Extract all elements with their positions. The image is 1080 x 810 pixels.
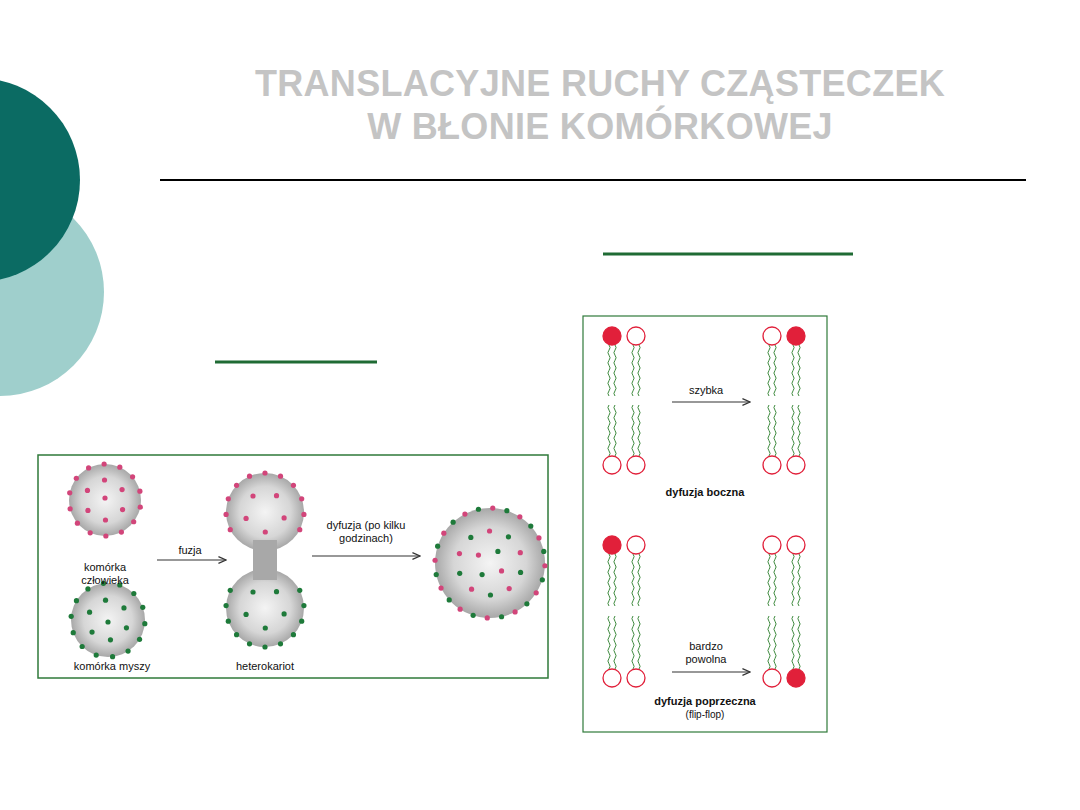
panel-caption: (flip-flop) xyxy=(655,709,755,721)
mouse-cell xyxy=(71,583,145,657)
figure-frame xyxy=(38,455,548,678)
panel-caption: dyfuzja boczna xyxy=(640,486,770,499)
green-underline xyxy=(603,253,853,256)
arrow-label: szybka xyxy=(676,384,736,397)
human-cell xyxy=(69,464,141,536)
arrow xyxy=(672,671,750,672)
figure-frame xyxy=(583,316,827,732)
slide-title: TRANSLACYJNE RUCHY CZĄSTECZEK W BŁONIE K… xyxy=(236,62,964,148)
heterokaryon xyxy=(226,473,304,647)
arrow-label: fuzja xyxy=(165,544,215,557)
lipid-molecules xyxy=(603,327,805,687)
decor-circle-dark xyxy=(0,78,80,282)
arrow-label: dyfuzja (po kilku godzinach) xyxy=(311,519,421,544)
hybrid-cell xyxy=(435,508,545,618)
green-underline xyxy=(215,361,377,364)
cell-label: komórka myszy xyxy=(67,660,157,673)
arrow xyxy=(157,559,226,560)
protein-dots xyxy=(67,461,547,659)
panel-caption: dyfuzja poprzeczna xyxy=(635,695,775,708)
cell-label: komórka człowieka xyxy=(65,561,145,586)
arrow xyxy=(672,401,750,402)
arrow xyxy=(312,555,420,556)
arrow-label: bardzo powolna xyxy=(675,640,737,665)
title-rule xyxy=(160,179,1026,181)
cell-label: heterokariot xyxy=(220,660,310,673)
